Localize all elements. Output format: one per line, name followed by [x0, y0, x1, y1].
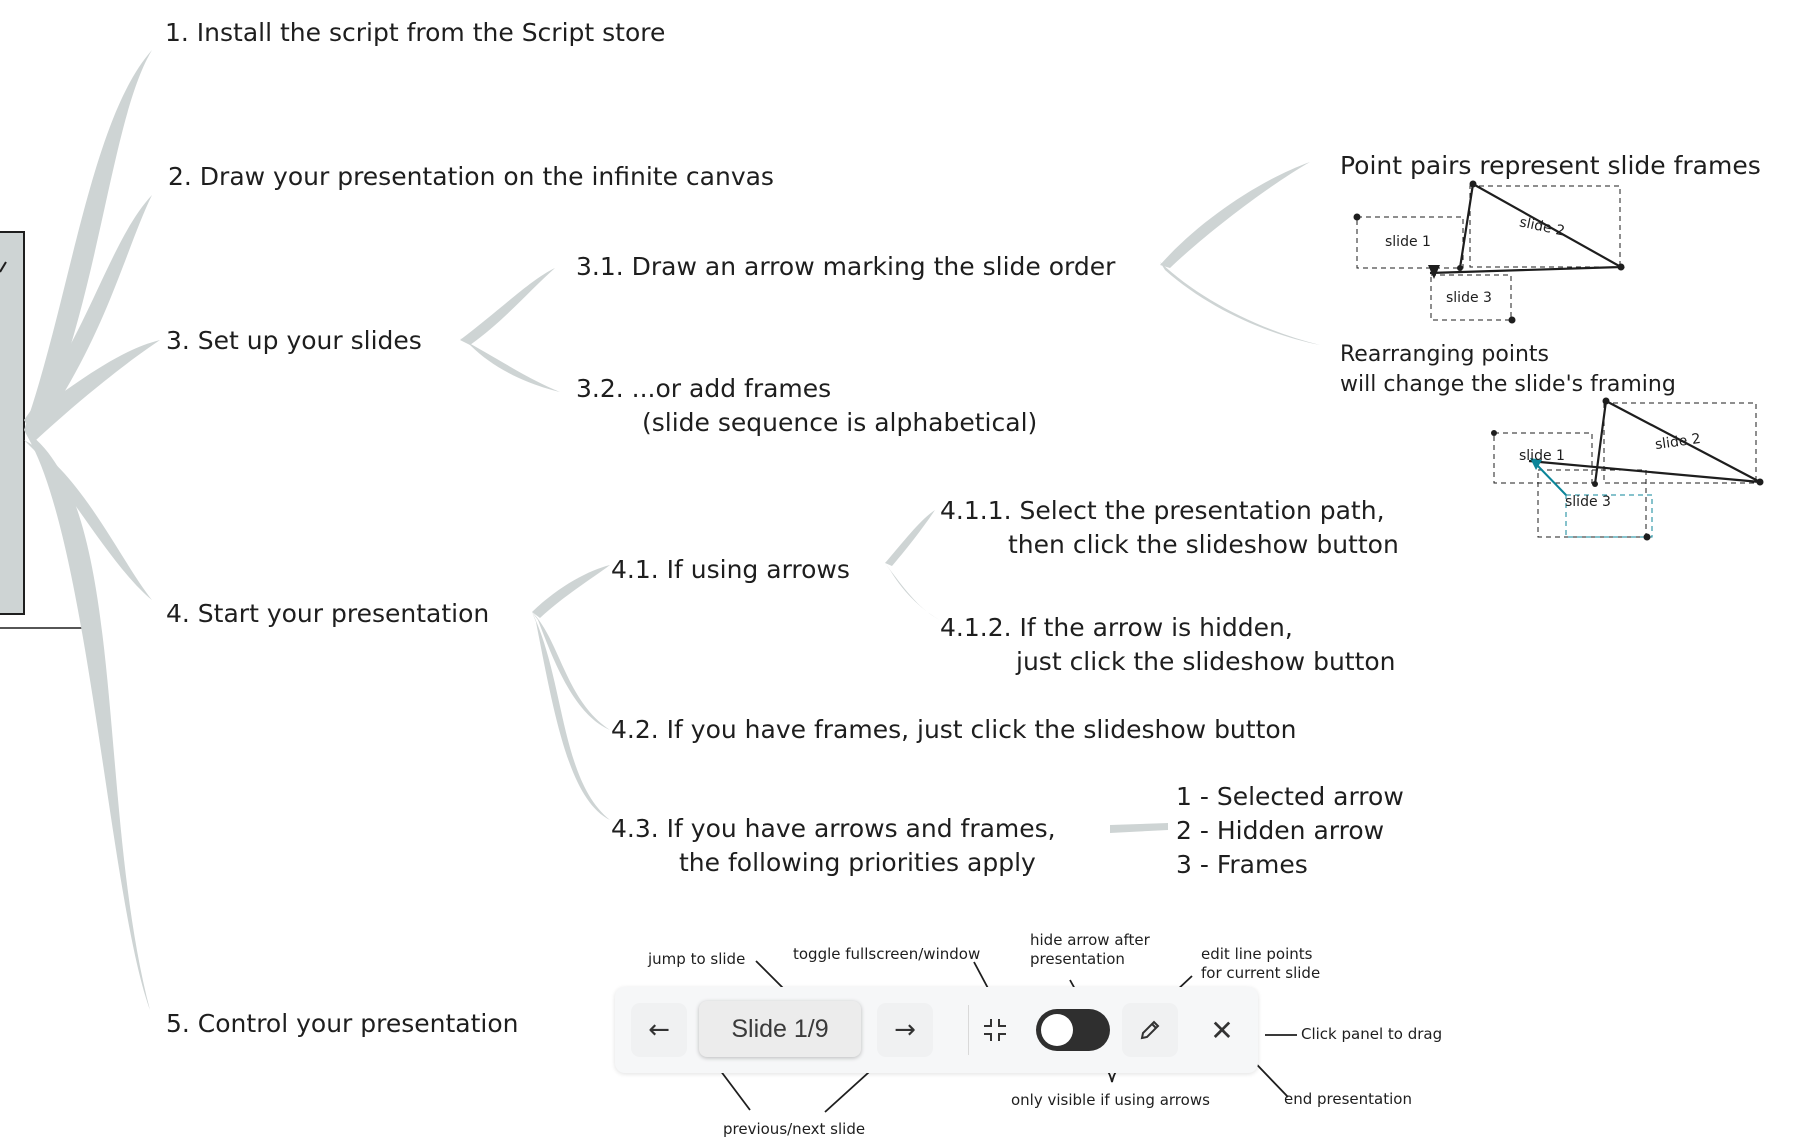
- step-4-label: 4. Start your presentation: [166, 599, 490, 628]
- sketch2-slide3: slide 3: [1565, 494, 1611, 510]
- sketch1-slide1: slide 1: [1385, 234, 1431, 250]
- sketch-point-pairs: [1353, 180, 1625, 324]
- panel-divider: [968, 1005, 969, 1055]
- priority-2: 2 - Hidden arrow: [1176, 816, 1385, 845]
- arrow-right-icon: →: [894, 1015, 916, 1045]
- annotation-only-visible: only visible if using arrows: [1011, 1091, 1210, 1109]
- step-4-3-label: 4.3. If you have arrows and frames, the …: [611, 812, 1056, 880]
- step-4-1-2-line2: just click the slideshow button: [1016, 647, 1396, 676]
- edit-line-points-button[interactable]: [1122, 1003, 1178, 1057]
- annotation-jump: jump to slide: [648, 950, 746, 968]
- step-4-1-label: 4.1. If using arrows: [611, 555, 850, 584]
- annotation-fullscreen: toggle fullscreen/window: [793, 945, 981, 963]
- sketch1-slide3: slide 3: [1446, 290, 1492, 306]
- end-presentation-button[interactable]: ✕: [1194, 1003, 1250, 1057]
- main-branches: [24, 50, 1320, 1010]
- step-3-1-label: 3.1. Draw an arrow marking the slide ord…: [576, 252, 1116, 281]
- step-1-label: 1. Install the script from the Script st…: [165, 18, 666, 47]
- annotation-hide-arrow-line1: hide arrow after: [1030, 931, 1150, 949]
- note-rearranging-line2: will change the slide's framing: [1340, 372, 1676, 397]
- slideshow-panel[interactable]: ← Slide 1/9 → ✕: [615, 987, 1258, 1073]
- annotation-hide-arrow: hide arrow after presentation: [1030, 931, 1150, 969]
- step-4-3-line1: 4.3. If you have arrows and frames,: [611, 814, 1056, 843]
- note-rearranging-line1: Rearranging points: [1340, 342, 1549, 367]
- annotation-prev-next: previous/next slide: [723, 1120, 866, 1138]
- note-rearranging: Rearranging points will change the slide…: [1340, 340, 1676, 400]
- toggle-fullscreen-button[interactable]: [967, 1003, 1023, 1057]
- hide-arrow-toggle[interactable]: [1036, 1009, 1110, 1051]
- annotation-edit-points: edit line points for current slide: [1201, 945, 1320, 983]
- step-4-3-line2: the following priorities apply: [679, 848, 1036, 877]
- arrow-left-icon: ←: [648, 1015, 670, 1045]
- priority-list: 1 - Selected arrow 2 - Hidden arrow 3 - …: [1176, 780, 1404, 882]
- step-2-label: 2. Draw your presentation on the infinit…: [168, 162, 774, 191]
- step-4-1-1-line1: 4.1.1. Select the presentation path,: [940, 496, 1385, 525]
- annotation-end: end presentation: [1284, 1090, 1412, 1108]
- annotation-drag: Click panel to drag: [1301, 1025, 1443, 1043]
- next-slide-button[interactable]: →: [877, 1003, 933, 1057]
- annotation-edit-points-line1: edit line points: [1201, 945, 1313, 963]
- sketch-rearranging: [1491, 397, 1764, 541]
- previous-slide-button[interactable]: ←: [631, 1003, 687, 1057]
- close-icon: ✕: [1210, 1013, 1234, 1047]
- toggle-knob: [1041, 1014, 1073, 1046]
- step-4-1-2-line1: 4.1.2. If the arrow is hidden,: [940, 613, 1293, 642]
- annotation-edit-points-line2: for current slide: [1201, 964, 1321, 982]
- step-4-2-label: 4.2. If you have frames, just click the …: [611, 715, 1297, 744]
- step-4-1-2-label: 4.1.2. If the arrow is hidden, just clic…: [940, 611, 1396, 679]
- slide-number-input[interactable]: Slide 1/9: [699, 1001, 861, 1057]
- step-3-label: 3. Set up your slides: [166, 326, 422, 355]
- step-4-1-1-line2: then click the slideshow button: [1008, 530, 1399, 559]
- step-4-1-1-label: 4.1.1. Select the presentation path, the…: [940, 494, 1399, 562]
- note-point-pairs: Point pairs represent slide frames: [1340, 151, 1761, 180]
- priority-1: 1 - Selected arrow: [1176, 782, 1404, 811]
- left-frame-stub: [0, 231, 25, 615]
- annotation-hide-arrow-line2: presentation: [1030, 950, 1125, 968]
- step-3-2-label: 3.2. ...or add frames (slide sequence is…: [576, 372, 1037, 440]
- sketch2-slide1: slide 1: [1519, 448, 1565, 464]
- step-3-2-line1: 3.2. ...or add frames: [576, 374, 832, 403]
- minimize-icon: [984, 1019, 1006, 1041]
- pencil-icon: [1140, 1020, 1160, 1040]
- step-5-label: 5. Control your presentation: [166, 1009, 519, 1038]
- priority-3: 3 - Frames: [1176, 850, 1308, 879]
- step-3-2-line2: (slide sequence is alphabetical): [642, 408, 1038, 437]
